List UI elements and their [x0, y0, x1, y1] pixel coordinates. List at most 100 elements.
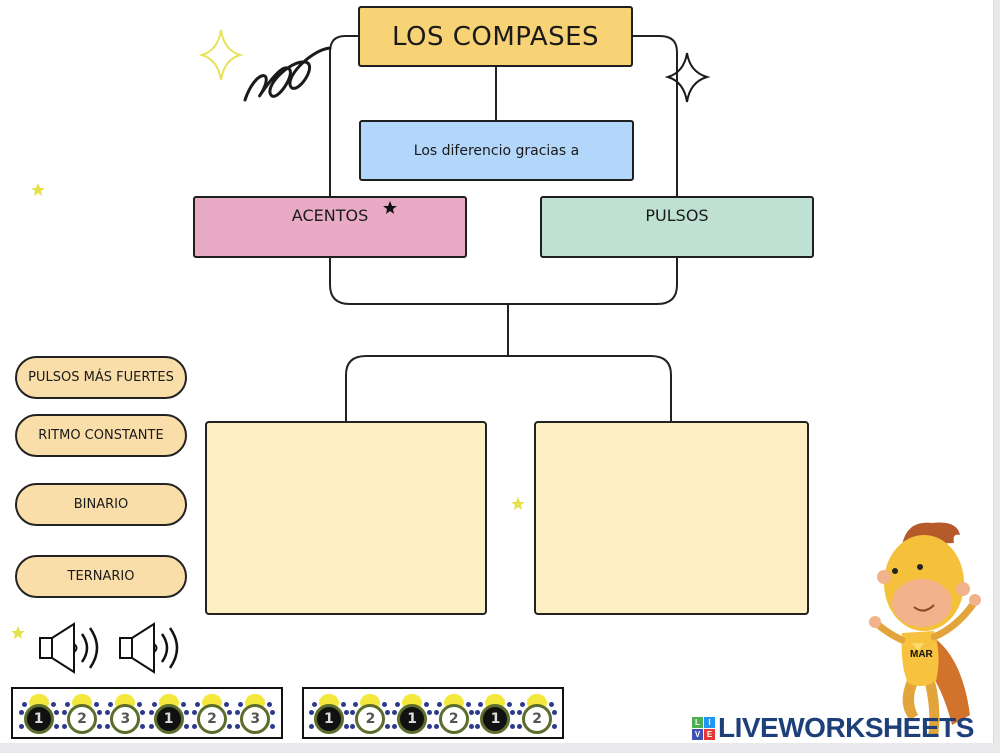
beat-head: [201, 694, 222, 707]
beat-leg: [191, 710, 197, 715]
title-box: LOS COMPASES: [358, 6, 633, 67]
beat-leg: [350, 710, 356, 715]
beat-weak-icon: 2: [350, 690, 391, 736]
connector-right-top: [633, 35, 678, 196]
beat-strong-icon: 1: [308, 690, 349, 736]
beat-head: [28, 694, 49, 707]
beat-number: 3: [110, 704, 141, 734]
beat-leg: [465, 702, 471, 707]
logo-letter: L: [692, 716, 703, 728]
beat-leg: [507, 702, 513, 707]
answer-option-ternario[interactable]: TERNARIO: [15, 555, 187, 598]
beat-number: 2: [438, 704, 469, 734]
beat-strong-icon: 1: [148, 690, 189, 736]
beat-head: [71, 694, 92, 707]
beat-number: 1: [153, 704, 184, 734]
beat-leg: [549, 702, 555, 707]
beat-leg: [270, 724, 276, 729]
beat-leg: [18, 710, 24, 715]
answer-option-label: PULSOS MÁS FUERTES: [28, 370, 174, 385]
beat-leg: [475, 724, 481, 729]
page-title: LOS COMPASES: [391, 21, 600, 52]
answer-option-ritmo-constante[interactable]: RITMO CONSTANTE: [15, 414, 187, 457]
beat-head: [527, 694, 548, 707]
speaker-icon[interactable]: [38, 622, 104, 674]
beat-leg: [105, 710, 111, 715]
beat-leg: [517, 724, 523, 729]
beat-leg: [151, 702, 157, 707]
beat-leg: [468, 724, 474, 729]
category-label: ACENTOS: [291, 206, 369, 225]
beat-leg: [385, 724, 391, 729]
beat-leg: [427, 724, 433, 729]
beat-leg: [61, 710, 67, 715]
beat-number: 2: [355, 704, 386, 734]
beat-leg: [308, 724, 314, 729]
beat-weak-icon: 2: [61, 690, 102, 736]
beat-leg: [235, 724, 241, 729]
beat-weak-icon: 3: [105, 690, 146, 736]
subtitle-box: Los diferencio gracias a: [359, 120, 634, 181]
beat-leg: [350, 724, 356, 729]
beat-leg: [475, 710, 481, 715]
beat-leg: [64, 702, 70, 707]
beat-leg: [270, 710, 276, 715]
beat-head: [158, 694, 179, 707]
beat-leg: [180, 702, 186, 707]
category-acentos: ACENTOS: [193, 196, 467, 258]
beat-leg: [235, 710, 241, 715]
beat-leg: [382, 702, 388, 707]
beat-leg: [353, 702, 359, 707]
beat-leg: [311, 702, 317, 707]
sparkle-outline-icon: [664, 52, 711, 103]
star-icon: [511, 497, 525, 510]
answer-option-pulsos-mas-fuertes[interactable]: PULSOS MÁS FUERTES: [15, 356, 187, 399]
beat-number: 2: [522, 704, 553, 734]
beat-leg: [478, 702, 484, 707]
beat-head: [402, 694, 423, 707]
logo-letter: I: [704, 716, 715, 728]
beat-leg: [510, 724, 516, 729]
beat-leg: [238, 702, 244, 707]
beat-leg: [433, 710, 439, 715]
beat-leg: [191, 724, 197, 729]
logo-letter: E: [704, 728, 715, 740]
subtitle-text: Los diferencio gracias a: [413, 142, 580, 159]
beat-leg: [510, 710, 516, 715]
beat-leg: [108, 702, 114, 707]
logo-letter: V: [692, 728, 703, 740]
beat-number: 1: [480, 704, 511, 734]
star-mark-icon: [383, 201, 397, 214]
star-icon: [31, 183, 45, 196]
beat-leg: [552, 710, 558, 715]
beat-leg: [517, 710, 523, 715]
beat-number: 3: [240, 704, 271, 734]
mascot-shirt-text: MAR: [910, 649, 933, 660]
beat-leg: [395, 702, 401, 707]
beat-head: [115, 694, 136, 707]
beat-number: 1: [23, 704, 54, 734]
beat-leg: [427, 710, 433, 715]
beat-head: [485, 694, 506, 707]
beat-number: 2: [196, 704, 227, 734]
beat-weak-icon: 2: [517, 690, 558, 736]
answer-option-label: BINARIO: [73, 497, 129, 512]
beat-leg: [223, 702, 229, 707]
beat-leg: [267, 702, 273, 707]
beat-leg: [308, 710, 314, 715]
logo-grid-icon: L I V E: [692, 716, 715, 740]
drop-zone-left[interactable]: [205, 421, 487, 615]
beat-weak-icon: 2: [191, 690, 232, 736]
beat-leg: [194, 702, 200, 707]
beat-leg: [148, 710, 154, 715]
speaker-icon[interactable]: [118, 622, 184, 674]
connector-drop-zones: [345, 355, 672, 421]
liveworksheets-logo[interactable]: L I V E LIVEWORKSHEETS: [692, 711, 974, 745]
drop-zone-right[interactable]: [534, 421, 809, 615]
answer-option-binario[interactable]: BINARIO: [15, 483, 187, 526]
beat-leg: [140, 724, 146, 729]
beat-strong-icon: 1: [392, 690, 433, 736]
